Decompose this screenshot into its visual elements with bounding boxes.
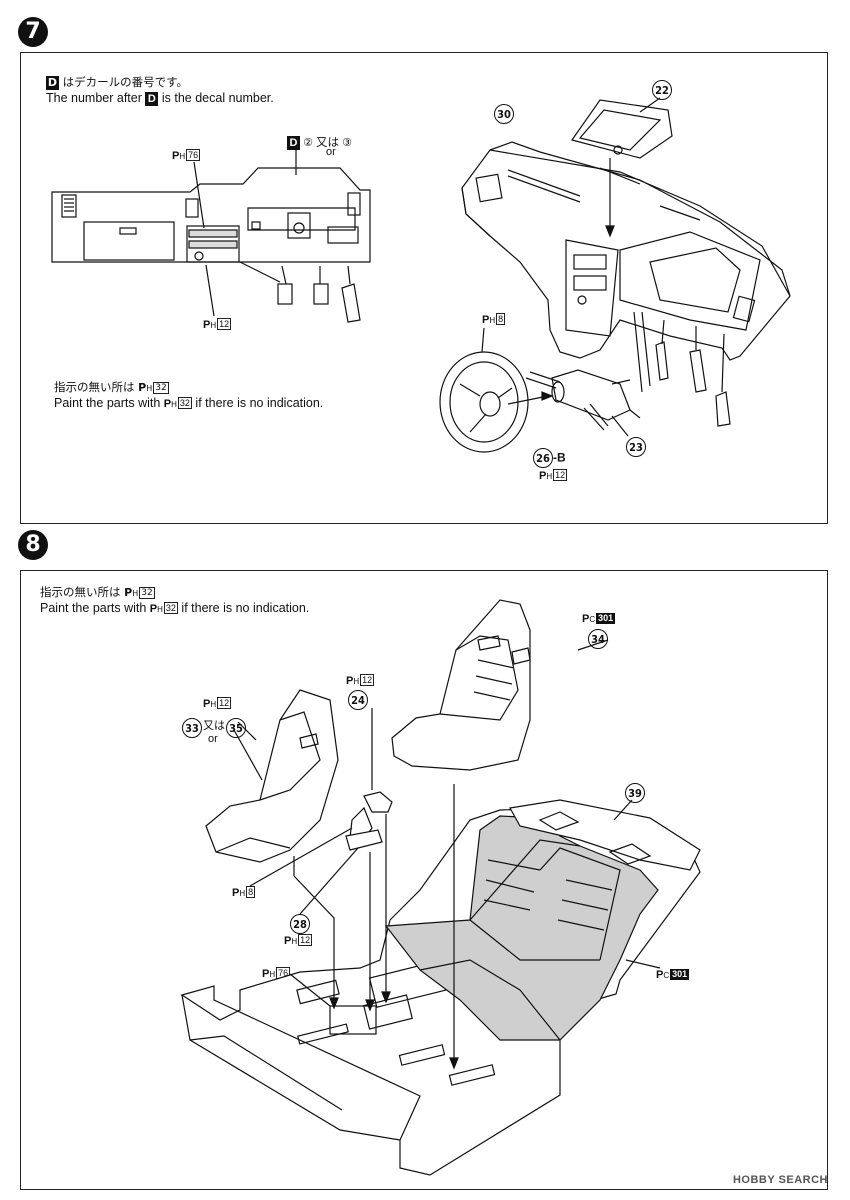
paint-note-en-after: if there is no indication. xyxy=(181,601,310,615)
part-callout-35: 35 xyxy=(226,718,246,738)
paint-sub: H xyxy=(157,605,163,614)
part-callout-33: 33 xyxy=(182,718,202,738)
paint-code: 12 xyxy=(553,469,568,481)
paint-code: 12 xyxy=(217,318,232,330)
paint-note-en-before: Paint the parts with xyxy=(40,601,147,615)
paint-code: 8 xyxy=(246,886,256,898)
paint-code: 8 xyxy=(496,313,506,325)
paint-symbol: P xyxy=(582,613,590,625)
decal-choice-a: ② xyxy=(303,137,313,149)
paint-sub: H xyxy=(489,316,496,325)
part-26-suffix: -B xyxy=(553,450,566,465)
paint-sub: C xyxy=(663,971,670,980)
decal-marker-icon: D xyxy=(287,136,300,150)
decal-choice-b: ③ xyxy=(342,137,352,149)
paint-sub: H xyxy=(239,889,246,898)
paint-sub: C xyxy=(589,615,596,624)
paint-symbol: P xyxy=(539,470,547,482)
or-jp-33-35: 又は xyxy=(203,719,225,732)
paint-symbol: P xyxy=(284,935,292,947)
watermark-text: HOBBY SEARCH xyxy=(732,1174,828,1186)
paint-symbol: P xyxy=(203,319,211,331)
paint-note-jp-text: 指示の無い所は xyxy=(40,585,121,599)
decal-choice-or-jp: 又は xyxy=(316,135,339,149)
paint-symbol: P xyxy=(262,968,270,980)
paint-code: 12 xyxy=(217,697,232,709)
paint-code: 301 xyxy=(596,613,616,624)
decal-note-en-before: The number after xyxy=(46,91,142,105)
part-callout-26: 26 xyxy=(533,448,553,468)
paint-code: 76 xyxy=(186,149,201,161)
paint-code: 32 xyxy=(163,602,178,614)
paint-sub: H xyxy=(353,677,360,686)
paint-symbol: P xyxy=(149,603,158,615)
step-number-badge: 7 xyxy=(18,17,48,47)
decal-choice-label: D ② 又は ③ xyxy=(287,134,352,150)
paint-symbol: P xyxy=(203,698,211,710)
paint-sub: H xyxy=(179,152,186,161)
paint-sub: H xyxy=(546,472,553,481)
paint-sub: H xyxy=(269,970,276,979)
paint-symbol: P xyxy=(346,675,354,687)
step-number-badge: 8 xyxy=(18,530,48,560)
paint-note-en-after: if there is no indication. xyxy=(195,396,324,410)
part-callout-39: 39 xyxy=(625,783,645,803)
paint-sub: H xyxy=(146,384,153,393)
part-callout-30: 30 xyxy=(494,104,514,124)
paint-code: 32 xyxy=(139,587,155,599)
or-en-33-35: or xyxy=(208,733,218,745)
part-callout-23: 23 xyxy=(626,437,646,457)
paint-symbol: P xyxy=(232,887,240,899)
paint-sub: H xyxy=(210,700,217,709)
paint-symbol: P xyxy=(482,314,490,326)
paint-sub: H xyxy=(291,937,298,946)
paint-code: 32 xyxy=(177,397,192,409)
paint-code: 12 xyxy=(360,674,375,686)
part-callout-28: 28 xyxy=(290,914,310,934)
paint-symbol: P xyxy=(124,586,133,599)
decal-note-en: The number after D is the decal number. xyxy=(46,90,274,106)
part-callout-24: 24 xyxy=(348,690,368,710)
paint-sub: H xyxy=(171,400,177,409)
paint-code: 301 xyxy=(670,969,690,980)
decal-note-jp-text: はデカールの番号です。 xyxy=(62,75,189,89)
paint-note-jp-text: 指示の無い所は xyxy=(54,380,135,394)
paint-code: 12 xyxy=(298,934,313,946)
part-callout-26-b: 26-B xyxy=(533,448,566,468)
decal-note-jp: D はデカールの番号です。 xyxy=(46,74,188,90)
paint-note-en-before: Paint the parts with xyxy=(54,396,161,410)
paint-symbol: P xyxy=(656,969,664,981)
paint-sub: H xyxy=(210,321,217,330)
decal-note-en-after: is the decal number. xyxy=(161,91,274,105)
paint-symbol: P xyxy=(172,150,180,162)
decal-choice-or-en: or xyxy=(326,146,336,158)
paint-sub: H xyxy=(132,589,139,598)
decal-marker-icon: D xyxy=(46,76,59,90)
paint-symbol: P xyxy=(163,398,172,410)
decal-marker-icon: D xyxy=(145,92,159,106)
paint-code: 32 xyxy=(153,382,169,394)
part-callout-22: 22 xyxy=(652,80,672,100)
paint-symbol: P xyxy=(138,381,147,394)
